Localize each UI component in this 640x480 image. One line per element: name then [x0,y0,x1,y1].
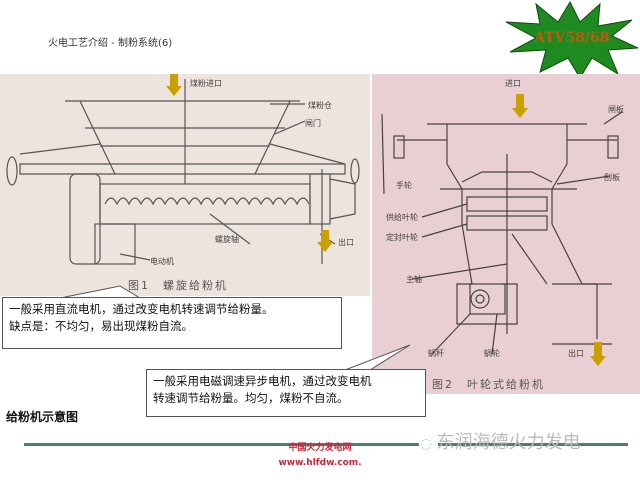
label-motor: 电动机 [150,257,174,266]
label-outlet: 出口 [568,349,584,358]
label-screw-shaft: 螺旋轴 [215,235,239,244]
label-gate: 闸门 [305,119,321,128]
section-heading: 给粉机示意图 [6,410,79,424]
callout1-line1: 一般采用直流电机，通过改变电机转速调节给粉量。 [9,302,274,316]
inlet-arrow-icon [512,94,528,118]
callout1-line2: 缺点是：不均匀，易出现煤粉自流。 [9,319,193,333]
label-seal-impeller: 定封叶轮 [386,233,418,242]
watermark: ◌ 东润海德火力发电 [420,428,581,454]
outlet-arrow-icon [590,342,606,366]
footer-site-name: 中国火力发电网 [288,443,352,453]
label-worm-wheel: 蜗轮 [484,349,500,358]
inlet-arrow-icon [166,74,182,96]
callout-dc-motor: 一般采用直流电机，通过改变电机转速调节给粉量。 缺点是：不均匀，易出现煤粉自流。 [2,297,342,349]
figure1-caption: 图1 螺旋给粉机 [128,279,228,292]
screw-feeder-figure: 煤粉进口 煤粉仓 闸门 螺旋轴 出口 电动机 图1 螺旋给粉机 [0,74,370,296]
impeller-feeder-drawing [381,94,623,366]
label-inlet: 进口 [505,79,521,88]
label-worm: 蜗杆 [428,349,444,358]
footer-divider [24,443,419,446]
label-handwheel: 手轮 [396,181,412,190]
slide-title: 火电工艺介绍 - 制粉系统(6) [48,38,173,49]
callout2-line1: 一般采用电磁调速异步电机，通过改变电机 [153,374,372,388]
callout-em-motor: 一般采用电磁调速异步电机，通过改变电机 转速调节给粉量。均匀，煤粉不自流。 [146,369,426,417]
label-feed-impeller: 供给叶轮 [386,213,418,222]
label-coal-inlet: 煤粉进口 [190,79,222,88]
figure2-caption: 图2 叶轮式给粉机 [432,378,545,391]
watermark-text: 东润海德火力发电 [436,432,581,453]
label-gate-plate: 闸板 [608,105,624,114]
label-scraper: 刮板 [604,173,620,182]
badge-text: ATV58/68 [534,30,610,46]
atv-badge: ATV58/68 [500,0,640,78]
footer-url[interactable]: www.hlfdw.com. [278,458,362,468]
starburst-icon [505,0,639,78]
outlet-arrow-icon [317,230,333,252]
impeller-feeder-figure: 进口 闸板 手轮 刮板 供给叶轮 定封叶轮 主轴 蜗杆 蜗轮 出口 图2 叶轮式… [372,74,640,394]
footer-divider-right [438,443,628,446]
label-outlet: 出口 [338,238,354,247]
callout2-line2: 转速调节给粉量。均匀，煤粉不自流。 [153,391,349,405]
screw-feeder-drawing [6,74,360,265]
label-coal-bin: 煤粉仓 [308,101,332,110]
wechat-icon: ◌ [420,436,437,452]
label-main-shaft: 主轴 [406,275,422,284]
